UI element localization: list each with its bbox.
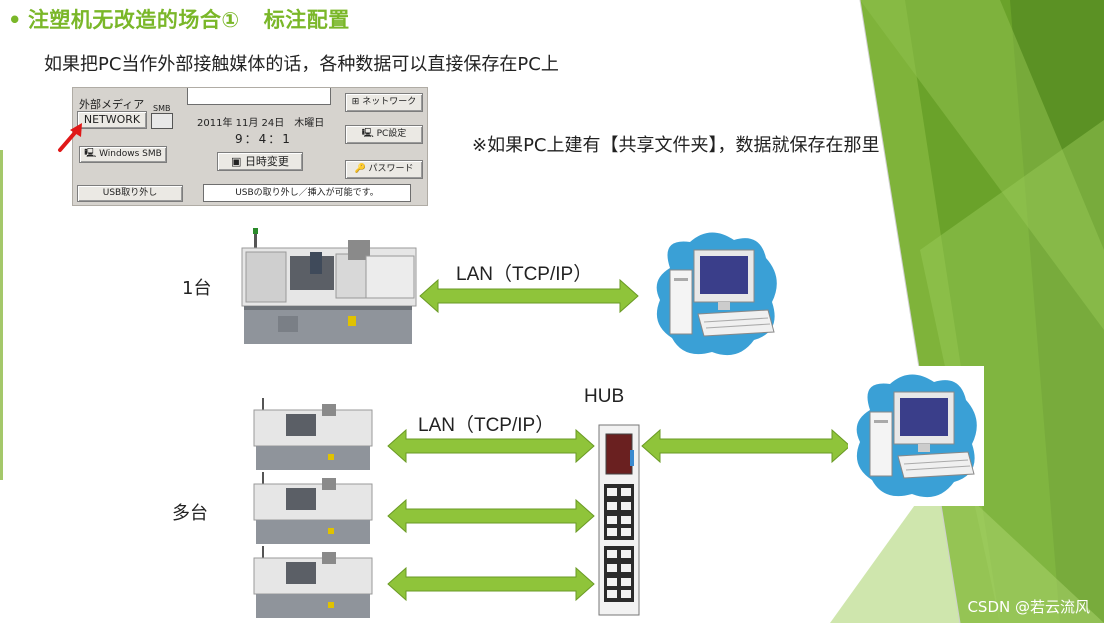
pc-settings-label: PC設定 — [376, 129, 407, 139]
multi-machine-label: 多台 — [172, 503, 208, 524]
network-settings-button[interactable]: ⊞ ネットワーク — [345, 93, 423, 112]
computer-icon: 🖳 — [84, 149, 100, 159]
slide-subtitle: 如果把PC当作外部接触媒体的话，各种数据可以直接保存在PC上 — [44, 54, 559, 75]
date-display: 2011年 11月 24日 木曜日 — [197, 118, 325, 129]
watermark: CSDN @若云流风 — [967, 598, 1090, 616]
network-hub-icon — [598, 424, 640, 616]
injection-molding-machine-icon-3 — [253, 546, 373, 618]
injection-molding-machine-icon-2 — [253, 472, 373, 544]
control-panel-screenshot: 外部メディア SMB NETWORK 🖳 Windows SMB USB取り外し… — [72, 87, 428, 206]
password-label: パスワード — [368, 164, 414, 174]
network-settings-label: ネットワーク — [362, 97, 417, 107]
calendar-icon: ▣ — [231, 155, 245, 168]
lan-arrow-machine-1 — [387, 428, 595, 464]
password-button[interactable]: 🔑 パスワード — [345, 160, 423, 179]
lan-arrow-single — [419, 278, 639, 314]
windows-smb-button[interactable]: 🖳 Windows SMB — [79, 146, 167, 163]
network-icon: ⊞ — [351, 97, 363, 107]
hub-label: HUB — [584, 386, 625, 407]
smb-label: SMB — [153, 104, 171, 113]
usb-status-box: USBの取り外し／挿入が可能です。 — [203, 184, 411, 202]
red-pointer-arrow-icon — [58, 123, 82, 152]
bullet-icon: • — [8, 8, 22, 32]
lan-label-single: LAN（TCP/IP） — [456, 264, 593, 285]
windows-smb-label: Windows SMB — [99, 149, 162, 159]
key-icon: 🔑 — [354, 164, 369, 174]
lan-arrow-machine-2 — [387, 498, 595, 534]
pc-computer-icon — [656, 232, 777, 356]
pc-computer-icon-2 — [856, 374, 977, 498]
pc-icon: 🖳 — [361, 129, 377, 139]
single-machine-label: 1台 — [182, 278, 212, 299]
injection-molding-machine-icon — [241, 228, 417, 344]
external-media-label: 外部メディア — [79, 98, 145, 111]
shared-folder-note: ※如果PC上建有【共享文件夹】，数据就保存在那里 — [472, 135, 880, 156]
lan-label-multi: LAN（TCP/IP） — [418, 415, 555, 436]
datetime-change-button[interactable]: ▣ 日時変更 — [217, 152, 303, 171]
panel-top-box — [187, 88, 331, 105]
slide-title-suffix: 标注配置 — [263, 8, 350, 32]
usb-remove-button[interactable]: USB取り外し — [77, 185, 183, 202]
lan-arrow-hub-pc — [641, 428, 851, 464]
injection-molding-machine-icon-1 — [253, 398, 373, 470]
datetime-change-label: 日時変更 — [244, 155, 289, 168]
slide-title-text: 注塑机无改造的场合① — [27, 8, 240, 32]
smb-icon — [151, 113, 173, 129]
lan-arrow-machine-3 — [387, 566, 595, 602]
pc-settings-button[interactable]: 🖳 PC設定 — [345, 125, 423, 144]
time-display: 9：4：1 — [235, 132, 292, 146]
network-button[interactable]: NETWORK — [77, 111, 147, 129]
slide-title: •注塑机无改造的场合① 标注配置 — [8, 4, 350, 34]
